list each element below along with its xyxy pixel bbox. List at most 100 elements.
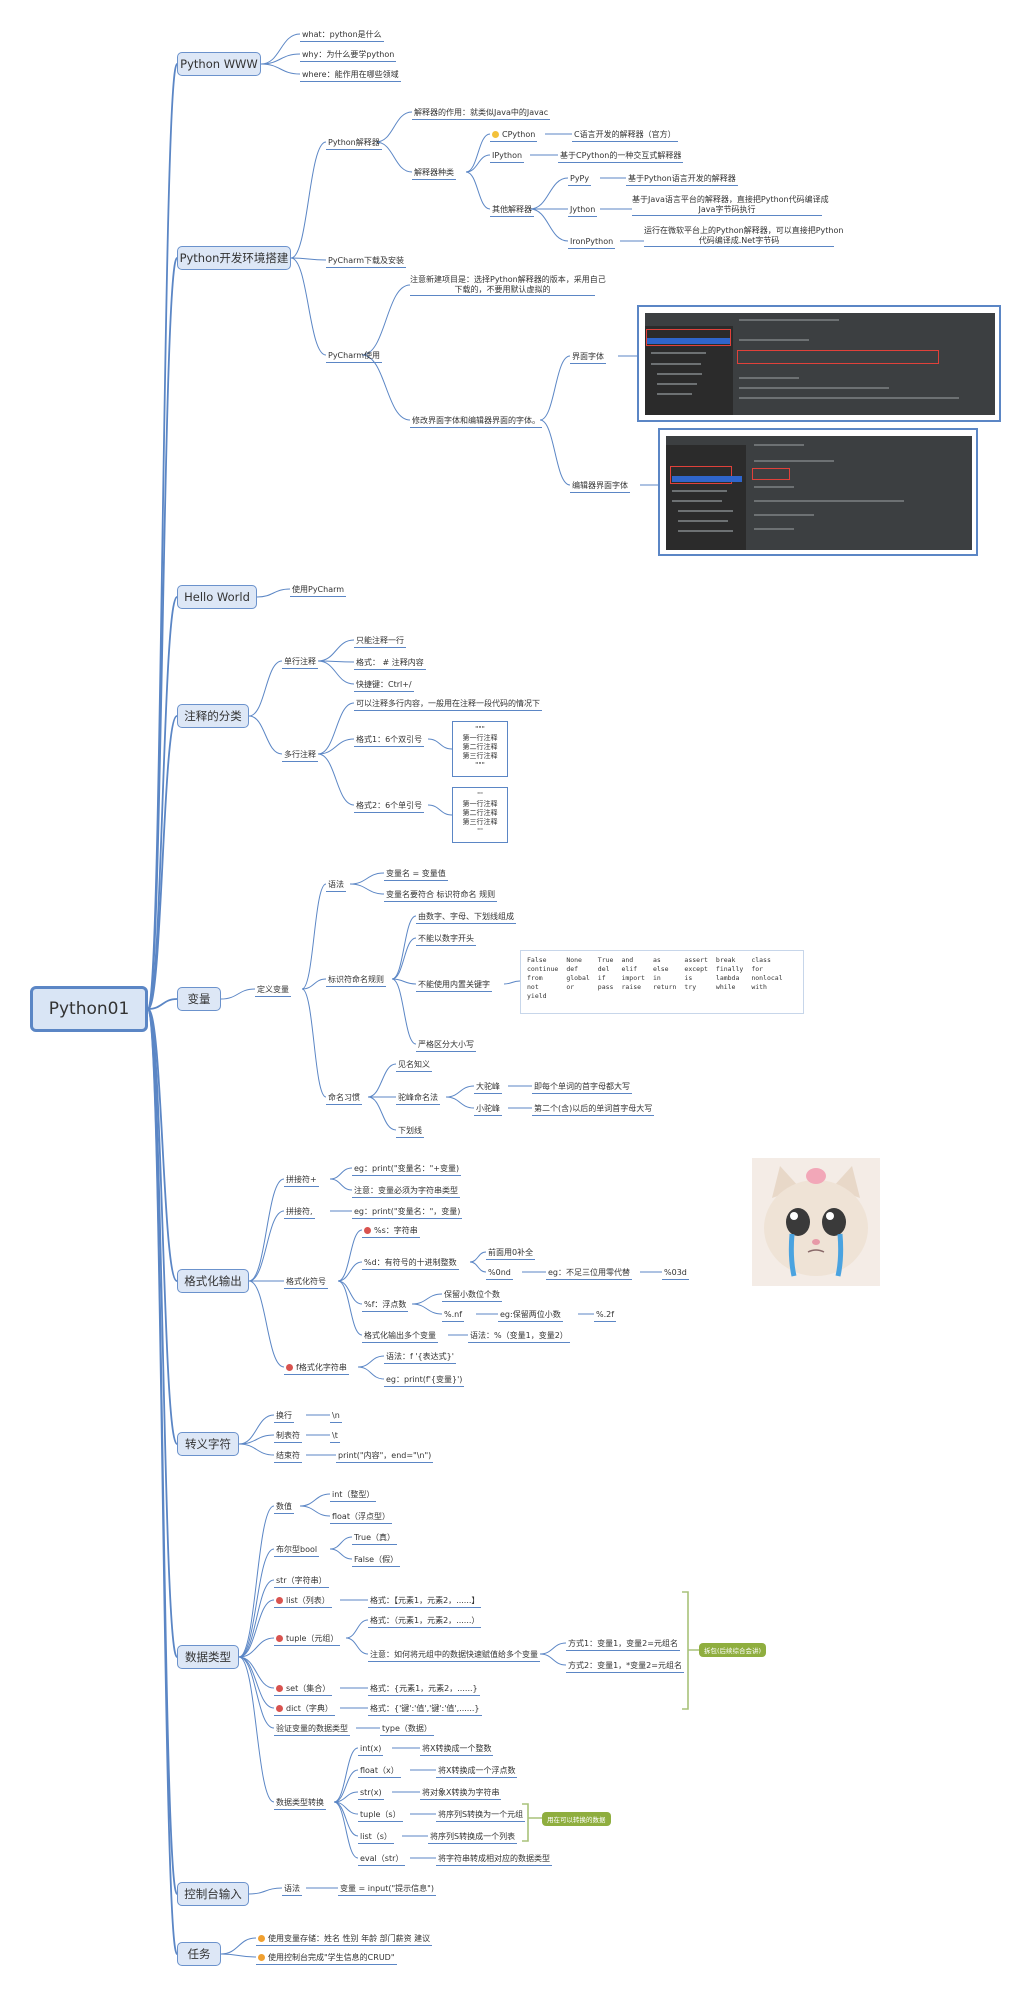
input-syntax[interactable]: 语法 [282,1884,302,1896]
env-cpython[interactable]: CPython [490,130,538,142]
env-interpreter-kinds[interactable]: 解释器种类 [412,168,456,180]
conv-eval[interactable]: eval（str） [358,1854,406,1866]
fmt-fstring[interactable]: f格式化字符串 [284,1363,349,1375]
var-id-4[interactable]: 严格区分大小写 [416,1040,476,1052]
type-set-fmt[interactable]: 格式：{元素1，元素2，......} [368,1684,480,1696]
fmt-plus[interactable]: 拼接符+ [284,1175,319,1187]
topic-python-env[interactable]: Python开发环境搭建 [177,246,291,270]
type-int[interactable]: int（整型） [330,1490,377,1502]
conv-list-desc[interactable]: 将序列S转换成一个列表 [428,1832,518,1844]
comments-fmt1[interactable]: 格式1：6个双引号 [354,735,425,747]
conv-int[interactable]: int(x) [358,1744,384,1756]
fmt-multi-syntax[interactable]: 语法：%（变量1，变量2） [468,1331,570,1343]
conv-float[interactable]: float（x） [358,1766,401,1778]
type-dict-fmt[interactable]: 格式：{'键':'值','键':'值',......} [368,1704,482,1716]
type-tuple-fmt[interactable]: 格式：（元素1，元素2，......） [368,1616,482,1628]
esc-newline[interactable]: 换行 [274,1411,294,1423]
comments-multi-desc[interactable]: 可以注释多行内容，一般用在注释一段代码的情况下 [354,699,542,711]
type-number[interactable]: 数值 [274,1502,294,1514]
type-float[interactable]: float（浮点型） [330,1512,392,1524]
env-ui-font[interactable]: 界面字体 [570,352,606,364]
fmt-fstring-syntax[interactable]: 语法：f '{表达式}' [384,1352,456,1364]
env-ironpython[interactable]: IronPython [568,237,616,249]
env-pycharm-use[interactable]: PyCharm使用 [326,351,383,363]
var-id-3[interactable]: 不能使用内置关键字 [416,980,492,992]
esc-end[interactable]: 结束符 [274,1451,302,1463]
comments-multi[interactable]: 多行注释 [282,750,318,762]
esc-end-val[interactable]: print("内容"，end="\n") [336,1451,434,1463]
www-why[interactable]: why：为什么要学python [300,50,397,62]
fmt-comma[interactable]: 拼接符, [284,1207,315,1219]
comments-single-2[interactable]: 格式： # 注释内容 [354,658,426,670]
type-list[interactable]: list（列表） [274,1596,332,1608]
conv-tuple[interactable]: tuple（s） [358,1810,403,1822]
topic-hello-world[interactable]: Hello World [177,585,257,609]
env-interpreter-role[interactable]: 解释器的作用：就类似Java中的Javac [412,108,551,120]
fmt-plus-note[interactable]: 注意：变量必须为字符串类型 [352,1186,460,1198]
fmt-d-pad[interactable]: 前面用0补全 [486,1248,536,1260]
type-convert[interactable]: 数据类型转换 [274,1798,326,1810]
fmt-f-nf[interactable]: %.nf [442,1310,465,1322]
env-pypy-desc[interactable]: 基于Python语言开发的解释器 [626,174,738,186]
type-list-fmt[interactable]: 格式：【元素1，元素2，......】 [368,1596,482,1608]
conv-float-desc[interactable]: 将X转换成一个浮点数 [436,1766,518,1778]
var-syntax[interactable]: 语法 [326,880,346,892]
type-tuple[interactable]: tuple（元组） [274,1634,341,1646]
topic-console-input[interactable]: 控制台输入 [177,1882,249,1906]
fmt-f-2f[interactable]: %.2f [594,1310,617,1322]
env-jython[interactable]: Jython [568,205,598,217]
var-big-camel-desc[interactable]: 即每个单词的首字母都大写 [532,1082,632,1094]
env-new-project-note[interactable]: 注意新建项目是：选择Python解释器的版本，采用自己下载的，不要用默认虚拟的 [410,275,606,296]
var-id-rules[interactable]: 标识符命名规则 [326,975,386,987]
type-true[interactable]: True（真） [352,1533,397,1545]
fmt-d[interactable]: %d：有符号的十进制整数 [362,1258,459,1270]
type-tuple-way2[interactable]: 方式2：变量1，*变量2=元组名 [566,1661,684,1673]
var-syntax-1[interactable]: 变量名 = 变量值 [384,869,448,881]
var-naming-2[interactable]: 驼峰命名法 [396,1093,440,1105]
fmt-plus-eg[interactable]: eg：print("变量名："+变量) [352,1164,462,1176]
fmt-comma-eg[interactable]: eg：print("变量名："，变量) [352,1207,463,1219]
var-big-camel[interactable]: 大驼峰 [474,1082,502,1094]
env-other-interpreters[interactable]: 其他解释器 [490,205,534,217]
type-tuple-note[interactable]: 注意：如何将元组中的数据快速赋值给多个变量 [368,1650,540,1662]
topic-variables[interactable]: 变量 [177,987,221,1011]
var-id-2[interactable]: 不能以数字开头 [416,934,476,946]
env-interpreter[interactable]: Python解释器 [326,138,382,150]
env-pypy[interactable]: PyPy [568,174,592,186]
fmt-d-03d[interactable]: %03d [662,1268,689,1280]
var-small-camel-desc[interactable]: 第二个(含)以后的单词首字母大写 [532,1104,655,1116]
input-code[interactable]: 变量 = input("提示信息") [338,1884,436,1896]
type-check[interactable]: 验证变量的数据类型 [274,1724,350,1736]
fmt-f[interactable]: %f：浮点数 [362,1300,409,1312]
type-check-fn[interactable]: type（数据） [380,1724,434,1736]
esc-newline-val[interactable]: \n [330,1411,342,1423]
type-set[interactable]: set（集合） [274,1684,333,1696]
comments-fmt2[interactable]: 格式2：6个单引号 [354,801,425,813]
topic-tasks[interactable]: 任务 [177,1942,221,1966]
task-2[interactable]: 使用控制台完成"学生信息的CRUD" [256,1953,397,1965]
topic-comments[interactable]: 注释的分类 [177,704,249,728]
esc-tab[interactable]: 制表符 [274,1431,302,1443]
topic-format-output[interactable]: 格式化输出 [177,1269,249,1293]
conv-int-desc[interactable]: 将X转换成一个整数 [420,1744,494,1756]
type-bool[interactable]: 布尔型bool [274,1545,320,1557]
comments-single-3[interactable]: 快捷键：Ctrl+/ [354,680,414,692]
task-1[interactable]: 使用变量存储：姓名 性别 年龄 部门薪资 建议 [256,1934,433,1946]
esc-tab-val[interactable]: \t [330,1431,340,1443]
conv-list[interactable]: list（s） [358,1832,394,1844]
fmt-symbols[interactable]: 格式化符号 [284,1277,328,1289]
var-define[interactable]: 定义变量 [255,985,291,997]
env-ipython-desc[interactable]: 基于CPython的一种交互式解释器 [558,151,684,163]
conv-eval-desc[interactable]: 将字符串转成相对应的数据类型 [436,1854,552,1866]
type-str[interactable]: str（字符串） [274,1576,329,1588]
var-small-camel[interactable]: 小驼峰 [474,1104,502,1116]
topic-data-types[interactable]: 数据类型 [177,1645,239,1669]
var-id-1[interactable]: 由数字、字母、下划线组成 [416,912,516,924]
conv-tuple-desc[interactable]: 将序列S转换为一个元组 [436,1810,526,1822]
var-naming[interactable]: 命名习惯 [326,1093,362,1105]
type-false[interactable]: False（假） [352,1555,401,1567]
env-pycharm-download[interactable]: PyCharm下载及安装 [326,256,407,268]
fmt-d-eg[interactable]: eg：不足三位用零代替 [546,1268,632,1280]
